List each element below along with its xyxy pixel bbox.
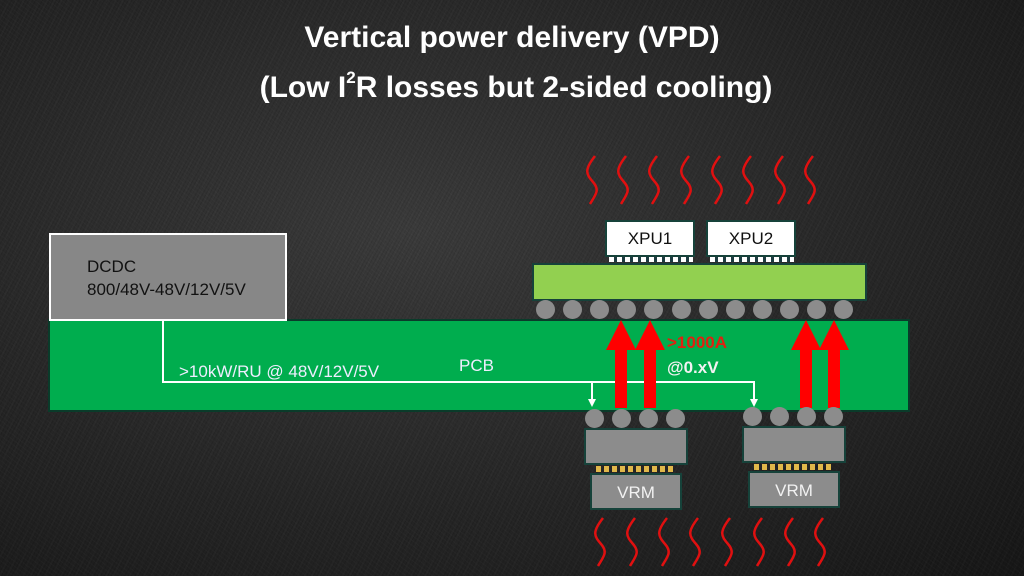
xpu2-chip: XPU2 [706,220,796,257]
voltage-label: @0.xV [667,358,719,377]
heat-wave-icon [804,155,816,205]
power-arrowhead-1 [588,399,596,407]
current-arrow [606,320,636,408]
dcdc-label: DCDC [87,257,137,276]
heat-wave-icon [774,155,786,205]
solder-ball [807,300,826,319]
solder-ball [590,300,609,319]
current-arrow [791,320,821,408]
solder-ball [585,409,604,428]
package-substrate [532,263,867,301]
current-arrow [635,320,665,408]
solder-ball [824,407,843,426]
vrm2-interposer [742,426,846,463]
vrm1-interposer [584,428,688,465]
dcdc-spec: 800/48V-48V/12V/5V [87,280,246,299]
power-path-line [162,319,755,402]
solder-ball [563,300,582,319]
solder-ball [780,300,799,319]
solder-ball [797,407,816,426]
heat-wave-icon [617,155,629,205]
solder-ball [834,300,853,319]
heat-wave-icon [689,517,701,567]
power-label: >10kW/RU @ 48V/12V/5V [179,362,380,381]
heat-wave-icon [711,155,723,205]
pcb-label: PCB [459,356,494,375]
xpu2-pins [710,257,794,262]
heat-wave-icon [648,155,660,205]
dcdc-box: DCDC 800/48V-48V/12V/5V [49,233,287,321]
solder-ball [536,300,555,319]
pcb-board [48,319,910,412]
solder-ball [699,300,718,319]
solder-ball [753,300,772,319]
vrm2-module: VRM [748,471,840,508]
solder-ball [612,409,631,428]
heat-wave-icon [784,517,796,567]
heat-wave-icon [753,517,765,567]
heat-wave-icon [626,517,638,567]
solder-ball [770,407,789,426]
heat-wave-icon [680,155,692,205]
current-arrow [819,320,849,408]
xpu1-chip: XPU1 [605,220,695,257]
solder-ball [672,300,691,319]
vrm2-pins [754,464,834,470]
solder-ball [617,300,636,319]
solder-ball [644,300,663,319]
solder-ball [666,409,685,428]
power-arrowhead-2 [750,399,758,407]
heat-wave-icon [658,517,670,567]
heat-wave-icon [594,517,606,567]
heat-wave-icon [742,155,754,205]
heat-wave-icon [814,517,826,567]
solder-ball [639,409,658,428]
title-line-1: Vertical power delivery (VPD) [304,21,720,54]
current-label: >1000A [667,333,728,352]
vrm1-module: VRM [590,473,682,510]
solder-ball [743,407,762,426]
xpu1-pins [609,257,693,262]
solder-ball [726,300,745,319]
heat-wave-icon [586,155,598,205]
vrm1-pins [596,466,676,472]
title-line-2: (Low I2R losses but 2-sided cooling) [259,68,773,104]
heat-wave-icon [721,517,733,567]
